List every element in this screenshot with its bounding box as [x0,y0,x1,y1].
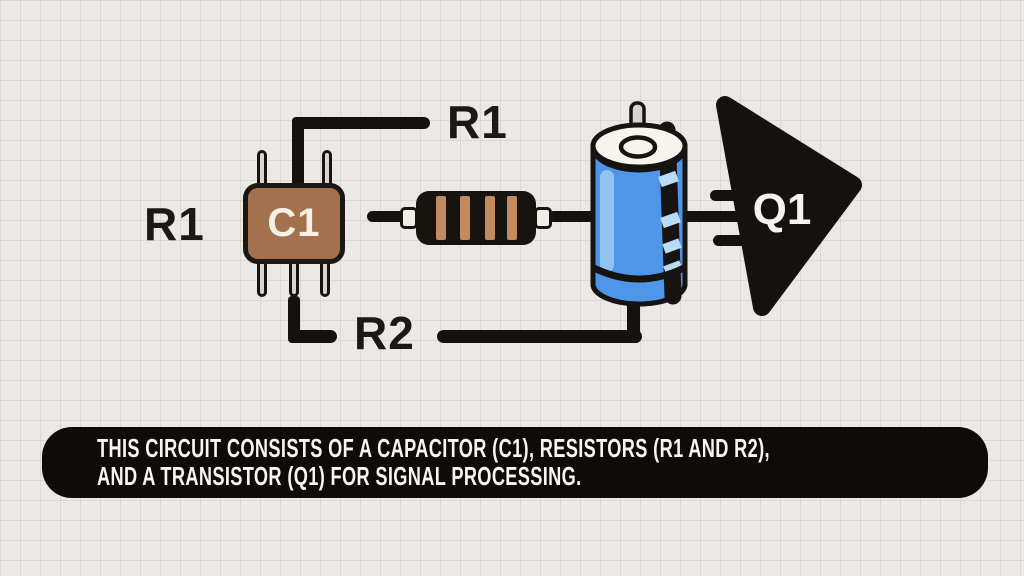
c1-pin-bottom-mid [289,259,299,297]
label-r1-left: R1 [144,198,205,250]
transistor-stub-top [710,190,742,201]
resistor-band [460,196,470,240]
wire-bottom-vertical-right [627,296,640,343]
resistor-band [436,196,446,240]
label-r2: R2 [354,307,415,359]
chip-capacitor-c1: C1 [243,183,345,264]
wire-capacitor-to-transistor [676,211,744,222]
transistor-icon: Q1 [716,96,862,316]
resistor-end-cap-right [534,207,552,229]
label-r1-top: R1 [447,96,508,148]
caption-line-1: THIS CIRCUIT CONSISTS OF A CAPACITOR (C1… [97,433,770,463]
q1-label: Q1 [753,185,812,234]
wire-bottom-horizontal-left [288,330,337,343]
c1-label: C1 [267,201,321,245]
caption-box: THIS CIRCUIT CONSISTS OF A CAPACITOR (C1… [42,427,988,498]
wire-resistor-right-lead [548,211,606,222]
wire-top-horizontal [292,117,430,129]
wire-top-vertical [292,117,304,189]
c1-pin-bottom-right [320,259,330,297]
wire-resistor-left-lead [367,211,411,222]
wire-bottom-horizontal-right [437,330,642,343]
transistor-stub-bottom [713,235,747,246]
electrolytic-capacitor-icon [590,101,688,307]
resistor-band [507,196,517,240]
resistor-band [485,196,495,240]
c1-pin-bottom-left [257,259,267,297]
caption-line-2: AND A TRANSISTOR (Q1) FOR SIGNAL PROCESS… [97,460,582,491]
resistor-icon [416,191,536,245]
